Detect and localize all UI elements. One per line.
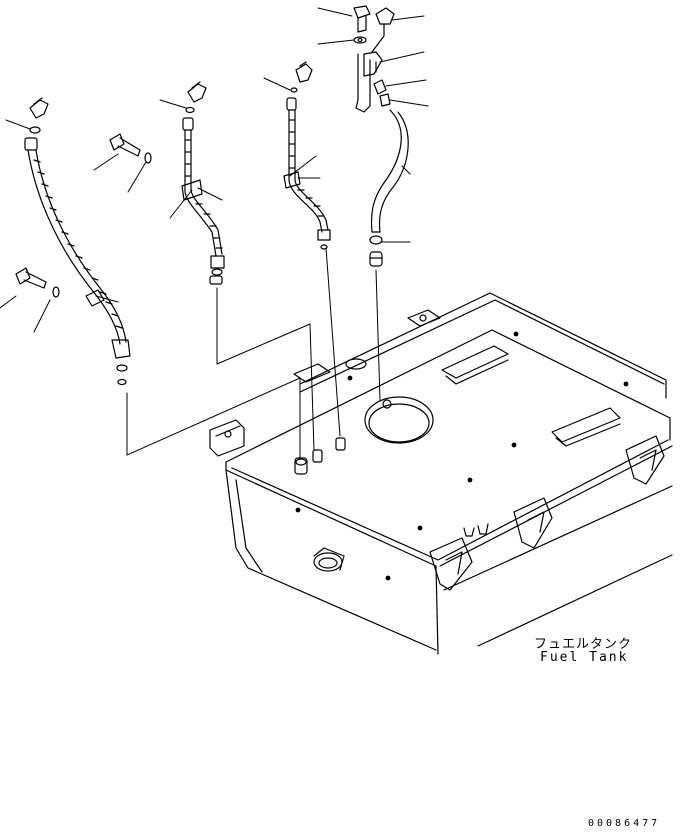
drawing-number: 00086477 (588, 818, 661, 829)
fuel-tank-label-japanese: フュエルタンク (534, 637, 633, 652)
hose-assembly-2 (110, 82, 224, 284)
hose-assembly-3 (284, 62, 330, 249)
fuel-tank-label-english: Fuel Tank (540, 650, 629, 665)
fuel-tank (210, 293, 672, 654)
hose-assembly-1 (16, 98, 130, 385)
center-lines (127, 248, 380, 458)
leader-lines (0, 8, 428, 332)
breather-hose-and-bracket (354, 6, 408, 266)
